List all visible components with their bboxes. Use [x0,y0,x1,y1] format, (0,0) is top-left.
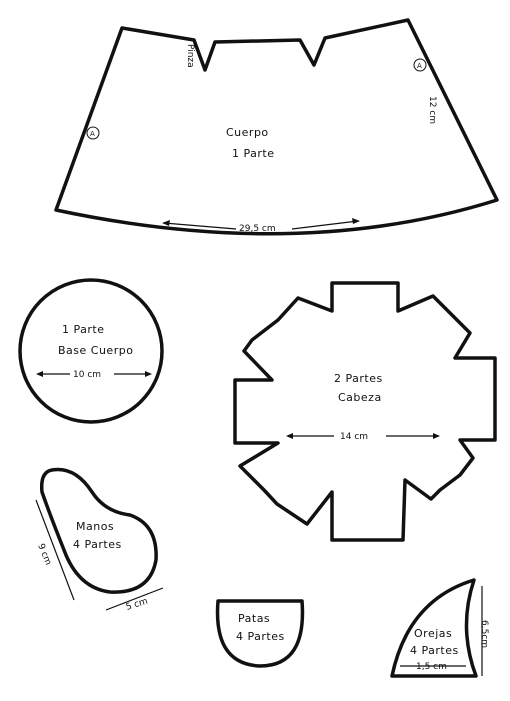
notch-mark-right-icon [413,58,427,72]
ears-height-label: 6,5cm [479,620,489,648]
arrow-head-icon [433,433,440,439]
arrow-head-icon [286,433,293,439]
body-label-line2: 1 Parte [232,147,274,160]
body-width-line-right [291,220,359,230]
head-outline [233,281,497,542]
hands-label-line2: 4 Partes [73,538,122,551]
hands-width-line [105,587,164,611]
feet-label-line2: 4 Partes [236,630,285,643]
ears-label-line2: 4 Partes [410,644,459,657]
head-label-line2: Cabeza [338,391,382,404]
feet-label-line1: Patas [238,612,270,625]
feet-outline [215,599,305,668]
hands-label-line1: Manos [76,520,114,533]
base-label-line1: 1 Parte [62,323,104,336]
head-width-label: 14 cm [340,432,368,442]
arrow-head-icon [36,371,43,377]
hands-width-label: 5 cm [125,596,149,612]
body-width-line-left [163,222,237,230]
notch-mark-left-icon [86,126,100,140]
base-piece: 1 Parte Base Cuerpo 10 cm [18,278,164,424]
notch-mark-right-letter: A [417,62,422,70]
body-height-label: 12 cm [427,96,437,124]
ears-piece: Orejas 4 Partes 1,5 cm 6,5cm [390,578,489,678]
base-outline [18,278,164,424]
head-piece: 2 Partes Cabeza 14 cm [233,281,497,542]
hands-outline [39,467,158,594]
body-width-label: 29,5 cm [239,224,276,234]
arrow-head-icon [162,220,170,226]
base-diameter-label: 10 cm [73,370,101,380]
body-label-line1: Cuerpo [226,126,269,139]
hands-length-label: 9 cm [35,542,53,566]
ears-outline [390,578,478,678]
head-label-line1: 2 Partes [334,372,383,385]
arrow-head-icon [145,371,152,377]
hands-length-line [35,499,75,601]
body-outline [54,18,499,236]
hands-piece: Manos 4 Partes 9 cm 5 cm [35,467,164,613]
notch-mark-left-letter: A [90,130,95,138]
arrow-head-icon [352,218,360,224]
feet-piece: Patas 4 Partes [215,599,305,668]
ears-label-line1: Orejas [414,627,452,640]
body-dart-label: Pinza [185,44,195,68]
body-piece: Cuerpo 1 Parte 29,5 cm 12 cm Pinza A A [54,18,499,236]
base-label-line2: Base Cuerpo [58,344,133,357]
ears-width-label: 1,5 cm [416,662,447,672]
